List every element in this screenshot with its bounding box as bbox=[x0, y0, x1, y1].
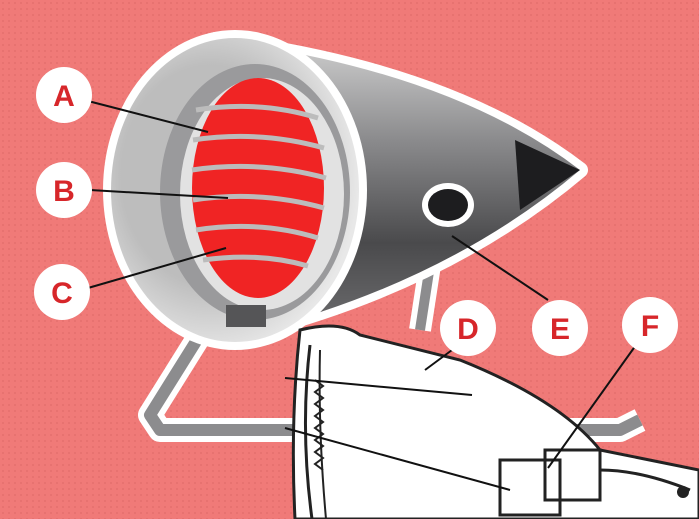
label-c-badge: C bbox=[34, 264, 90, 320]
label-a-badge: A bbox=[36, 67, 92, 123]
element-mount bbox=[226, 305, 266, 327]
label-b: B bbox=[53, 175, 75, 208]
label-c: C bbox=[51, 277, 73, 310]
label-d: D bbox=[457, 313, 479, 346]
label-a: A bbox=[53, 80, 75, 113]
label-b-badge: B bbox=[36, 162, 92, 218]
label-f-badge: F bbox=[622, 297, 678, 353]
label-d-badge: D bbox=[440, 300, 496, 356]
label-f: F bbox=[641, 310, 659, 343]
label-e: E bbox=[550, 313, 570, 346]
knob bbox=[422, 183, 474, 227]
label-e-badge: E bbox=[532, 300, 588, 356]
